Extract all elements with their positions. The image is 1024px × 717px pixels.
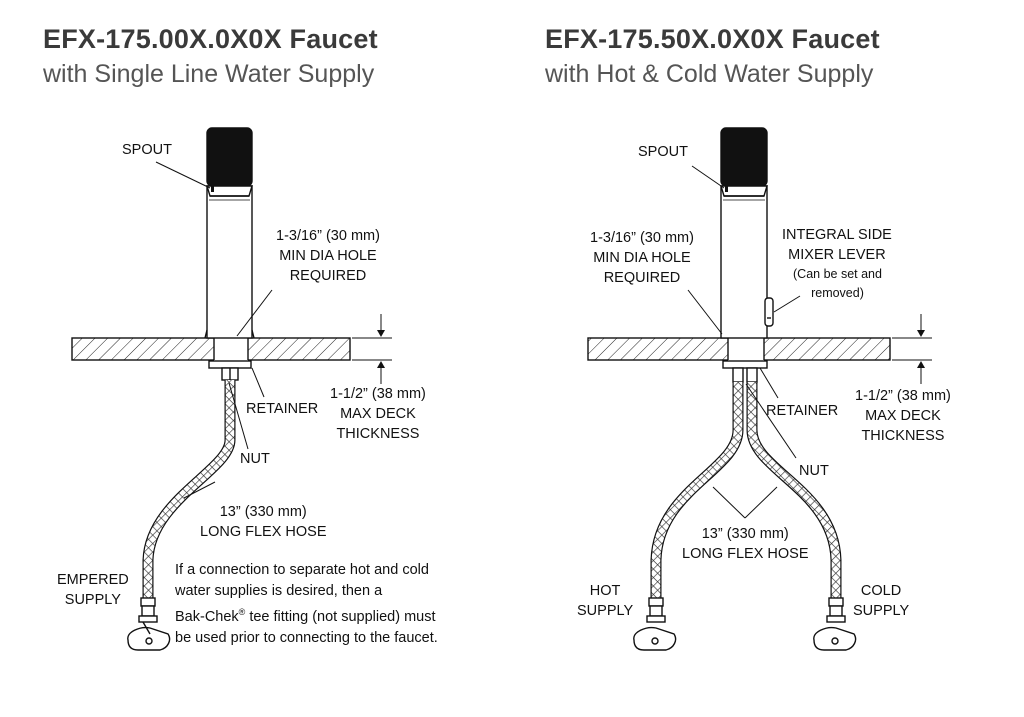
left-retainer-label: RETAINER [246,401,319,417]
right-lever-note: (Can be set and removed) [793,267,882,300]
right-mixer-lever [764,297,774,327]
left-subtitle: with Single Line Water Supply [43,60,375,88]
note-line-4: be used prior to connecting to the fauce… [175,629,438,646]
left-deck [71,337,351,361]
left-spout-body [206,185,253,339]
left-note: If a connection to separate hot and cold… [175,560,438,649]
left-deck-thickness-label: 1-1/2” (38 mm) MAX DECK THICKNESS [330,386,426,442]
left-faucet-diagram [71,127,392,651]
right-title: EFX-175.50X.0X0X Faucet [545,24,880,54]
note-line-3: Bak-Chek® tee fitting (not supplied) mus… [175,607,436,625]
right-nut-label: NUT [799,463,829,479]
left-hole-label: 1-3/16” (30 mm) MIN DIA HOLE REQUIRED [276,228,380,284]
right-subtitle: with Hot & Cold Water Supply [545,60,874,88]
right-faucet-diagram [587,127,932,651]
right-hot-supply-valve [633,626,677,651]
left-nut-label: NUT [240,451,270,467]
right-retainer [722,360,768,369]
left-retainer [208,360,252,369]
note-line-2: water supplies is desired, then a [175,583,383,599]
left-supply-label: EMPERED SUPPLY [57,572,129,608]
right-hose-label: 13” (330 mm) LONG FLEX HOSE [682,526,809,562]
left-title: EFX-175.00X.0X0X Faucet [43,24,378,54]
right-spout-head [720,127,768,187]
left-spout-label: SPOUT [122,142,172,158]
right-spout-body [720,185,768,339]
note-line-1: If a connection to separate hot and cold [175,562,429,578]
left-spout-head [206,127,253,187]
left-supply-valve [127,626,171,651]
right-hot-supply-label: HOT SUPPLY [577,583,634,619]
right-retainer-label: RETAINER [766,403,839,419]
right-spout-label: SPOUT [638,144,688,160]
right-deck-thickness-label: 1-1/2” (38 mm) MAX DECK THICKNESS [855,388,951,444]
left-hose-label: 13” (330 mm) LONG FLEX HOSE [200,504,327,540]
right-lever-label: INTEGRAL SIDE MIXER LEVER [782,227,892,263]
right-hot-hose [650,382,744,600]
right-cold-supply-valve [813,626,857,651]
right-cold-supply-label: COLD SUPPLY [853,583,910,619]
right-hole-label: 1-3/16” (30 mm) MIN DIA HOLE REQUIRED [590,230,694,286]
